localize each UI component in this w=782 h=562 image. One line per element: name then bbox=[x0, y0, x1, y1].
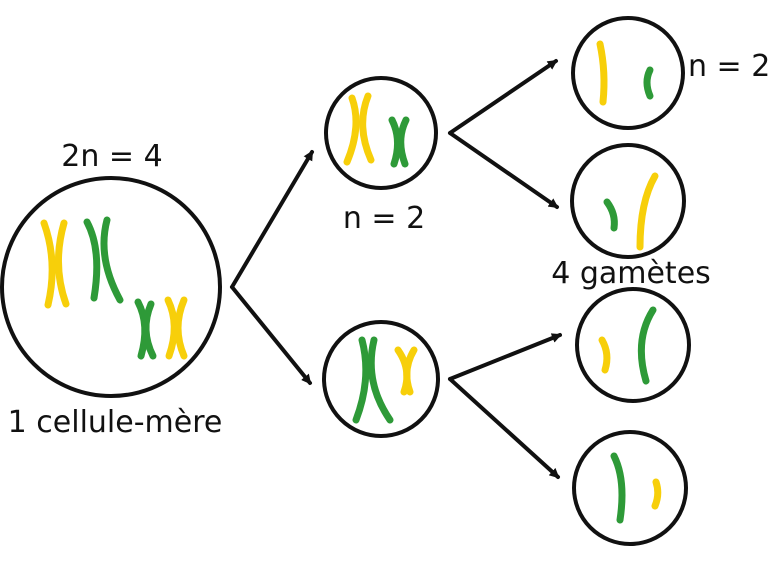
gamete-4 bbox=[572, 430, 688, 546]
daughter-cell-lower-outline bbox=[322, 320, 440, 438]
mother-cell-label: 1 cellule-mère bbox=[8, 405, 223, 440]
mother-cell bbox=[0, 176, 222, 398]
arrow-to-gamete-3 bbox=[448, 333, 562, 381]
daughter-cell-upper bbox=[324, 76, 438, 190]
mother-yellow-chromosome-small bbox=[164, 296, 188, 360]
mother-yellow-chromosome-large bbox=[40, 219, 70, 309]
gamete-3-outline bbox=[575, 287, 691, 403]
mother-green-chromosome-small bbox=[134, 298, 157, 360]
daughter-cell-lower bbox=[322, 320, 440, 438]
daughter-cell-upper-outline bbox=[324, 76, 438, 190]
arrow-to-upper-daughter bbox=[230, 150, 314, 289]
arrows-division-1 bbox=[230, 150, 314, 385]
arrow-to-lower-daughter bbox=[230, 285, 312, 385]
gamete-2-outline bbox=[570, 143, 686, 259]
arrow-to-gamete-1 bbox=[448, 59, 558, 135]
arrow-to-gamete-2 bbox=[448, 131, 559, 209]
gametes-label: 4 gamètes bbox=[551, 256, 711, 291]
gamete-1 bbox=[571, 16, 685, 130]
gamete-4-outline bbox=[572, 430, 688, 546]
daughter-ploidy-label: n = 2 bbox=[343, 201, 425, 236]
gamete-1-outline bbox=[571, 16, 685, 130]
arrow-to-gamete-4 bbox=[448, 377, 560, 479]
arrows-division-2 bbox=[448, 59, 562, 479]
gamete-ploidy-label: n = 2 bbox=[688, 49, 770, 84]
gamete-2 bbox=[570, 143, 686, 259]
mother-ploidy-label: 2n = 4 bbox=[61, 139, 162, 174]
mother-green-chromosome-large bbox=[83, 216, 124, 304]
gamete-3 bbox=[575, 287, 691, 403]
